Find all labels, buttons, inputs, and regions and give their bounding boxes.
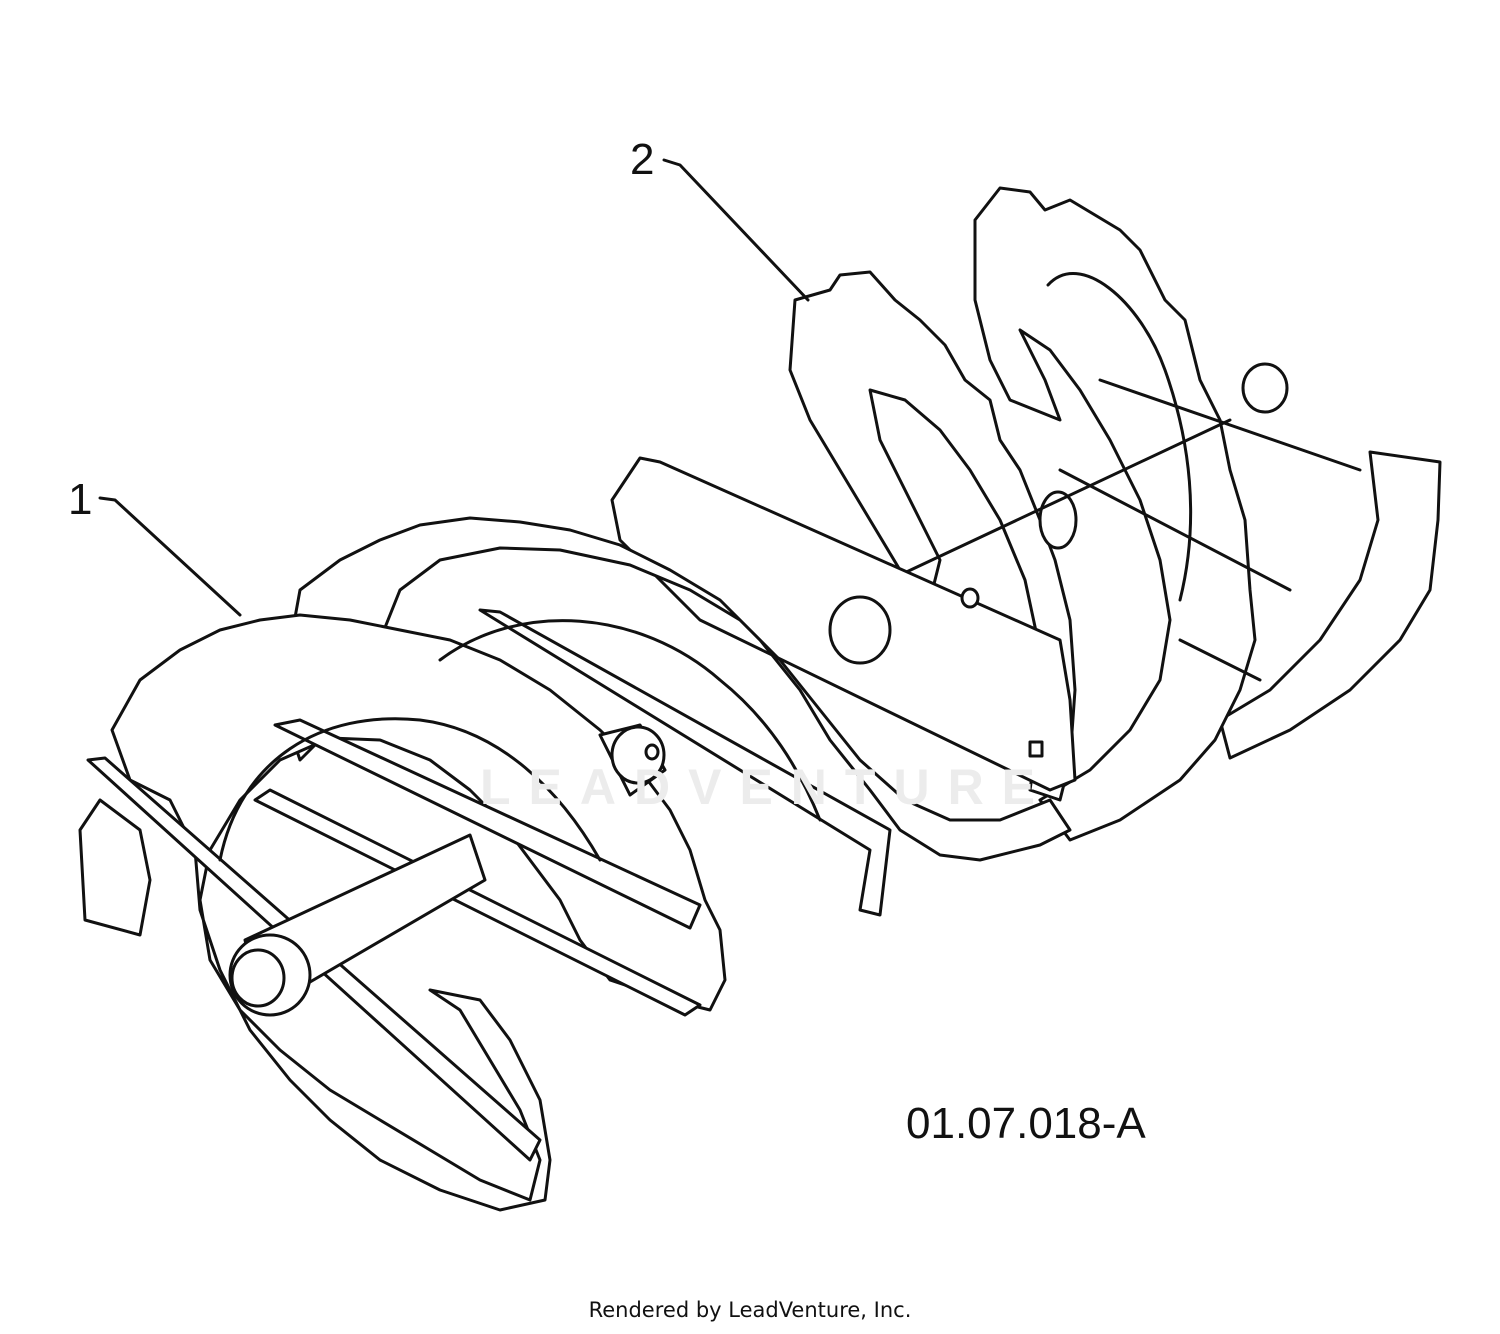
callout-label-2: 2 [630, 135, 655, 184]
auger-flighting-right [790, 188, 1440, 840]
callout-label-1: 1 [68, 475, 93, 524]
leader-lines [100, 160, 808, 615]
footer-credit: Rendered by LeadVenture, Inc. [588, 1298, 912, 1322]
auger-flighting-left [80, 518, 1070, 1210]
drawing-number: 01.07.018-A [906, 1099, 1146, 1148]
watermark-text: LEADVENTURE [480, 759, 1054, 815]
auger-center-shaft [612, 458, 1075, 790]
